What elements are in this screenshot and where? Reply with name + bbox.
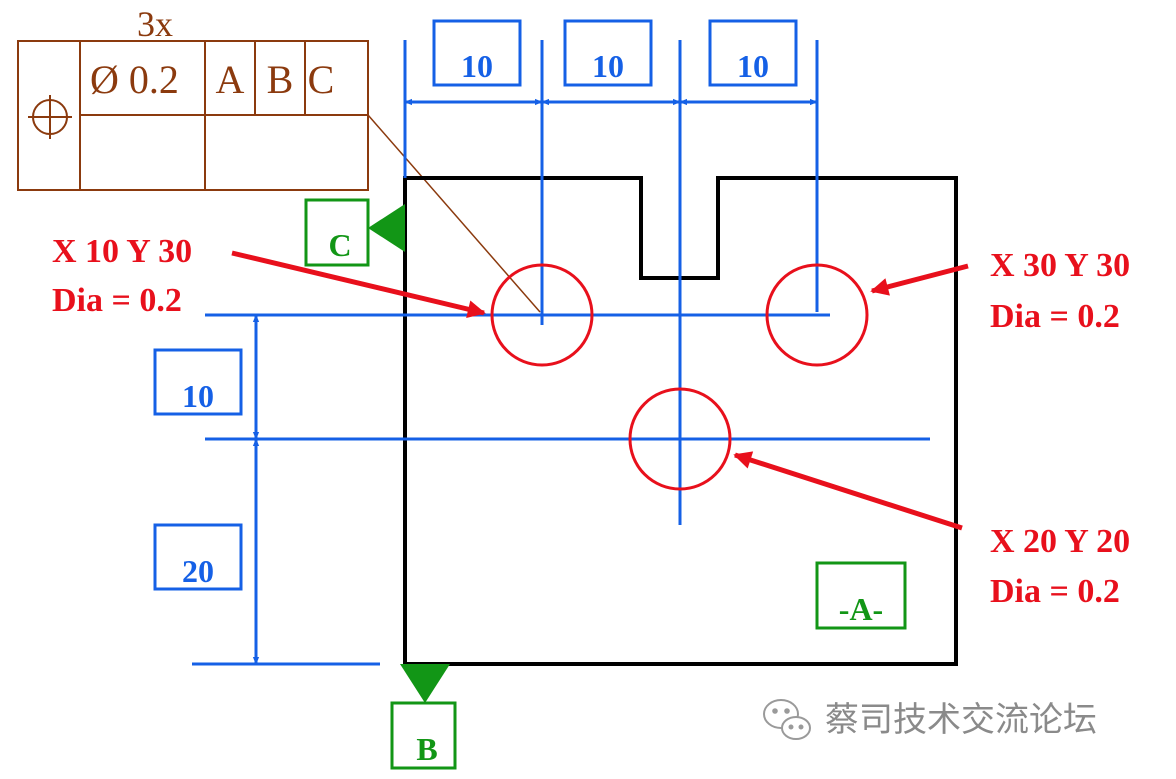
feature-control-frame [17, 40, 541, 313]
hole-x30-y30 [765, 263, 869, 367]
dim-box-top-1 [432, 19, 522, 87]
fcf-multiplier: 3x [137, 4, 173, 44]
watermark: 蔡司技术交流论坛 [763, 699, 1097, 740]
datum-c: C [304, 198, 405, 267]
hole-3-dia: Dia = 0.2 [990, 573, 1120, 610]
datum-triangle-icon [368, 204, 405, 252]
fcf-datum-c: C [308, 57, 335, 102]
callout-arrow [231, 250, 486, 319]
callout-arrows [231, 250, 969, 531]
dim-box-left-2 [153, 523, 243, 591]
datum-b: B [390, 664, 457, 770]
datum-label-c: C [328, 227, 351, 263]
hole-1-coord: X 10 Y 30 [52, 233, 192, 270]
watermark-text: 蔡司技术交流论坛 [825, 700, 1097, 740]
fcf-datum-a: A [216, 57, 245, 102]
datum-a: -A- [815, 561, 907, 630]
datum-label-b: B [416, 731, 437, 767]
hole-2-coord: X 30 Y 30 [990, 247, 1130, 284]
holes [490, 263, 869, 491]
dim-box-top-3 [708, 19, 798, 87]
dim-box-top-2 [563, 19, 653, 87]
fcf-datum-b: B [267, 57, 294, 102]
dimension-lines [192, 40, 930, 666]
position-symbol-icon [28, 95, 72, 139]
dim-value-top-1: 10 [461, 48, 493, 84]
part-outline [403, 176, 958, 666]
dimension-boxes [153, 19, 798, 591]
datum-box [815, 561, 907, 630]
datum-box [304, 198, 370, 267]
callout-arrow [870, 263, 969, 296]
datum-label-a: -A- [839, 591, 883, 627]
wechat-icon [763, 699, 811, 740]
dim-box-left-1 [153, 348, 243, 416]
hole-2-dia: Dia = 0.2 [990, 298, 1120, 335]
hole-3-coord: X 20 Y 20 [990, 523, 1130, 560]
hole-x20-y20 [628, 387, 732, 491]
hole-x10-y30 [490, 263, 594, 367]
dim-value-left-1: 10 [182, 378, 214, 414]
hole-1-dia: Dia = 0.2 [52, 282, 182, 319]
dim-value-left-2: 20 [182, 553, 214, 589]
fcf-leader-line [367, 114, 541, 313]
dim-value-top-2: 10 [592, 48, 624, 84]
datum-triangle-icon [400, 664, 450, 703]
fcf-tolerance: Ø 0.2 [90, 57, 179, 102]
datum-box [390, 701, 457, 770]
dim-value-top-3: 10 [737, 48, 769, 84]
callout-arrow [733, 451, 963, 531]
